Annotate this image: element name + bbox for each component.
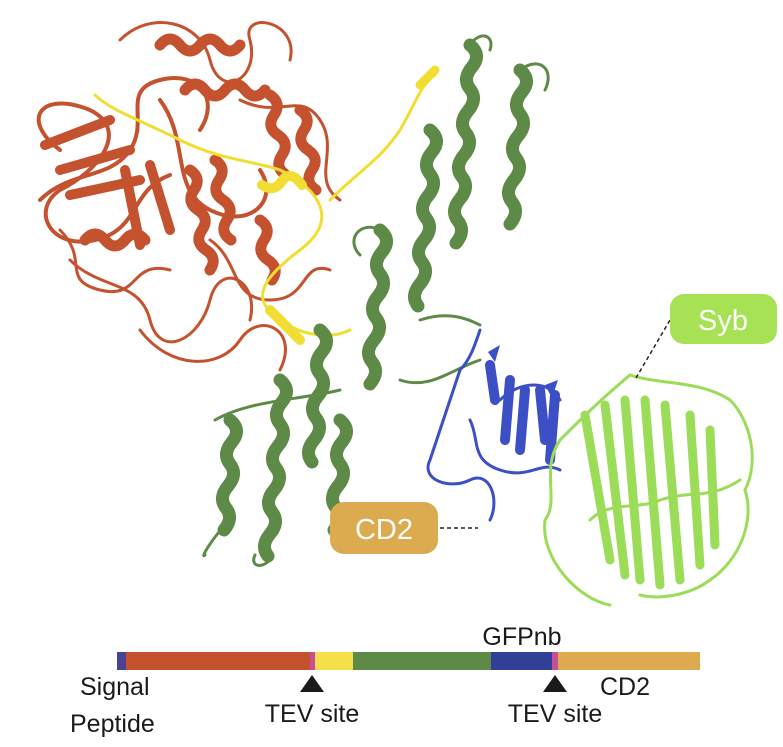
lime-gfp	[543, 373, 754, 607]
tev-site-1-label: TEV site	[265, 700, 359, 728]
cd2-label: CD2	[355, 514, 413, 546]
segment-tev-site-1	[310, 652, 315, 670]
signal-peptide-label-line2: Peptide	[70, 710, 155, 738]
syb-callout: Syb	[635, 294, 777, 379]
construct-bar: GFPnb Signal Peptide TEV site TEV site C…	[70, 623, 700, 738]
gfpnb-label: GFPnb	[482, 623, 561, 651]
segment-signal-peptide	[117, 652, 126, 670]
signal-peptide-label-line1: Signal	[80, 673, 150, 701]
tev-site-2-label: TEV site	[508, 700, 602, 728]
syb-box	[670, 294, 777, 344]
yellow-linker	[93, 65, 440, 345]
segment-cd2	[558, 652, 700, 670]
tev-site-2-arrow	[543, 675, 567, 692]
segment-orange-domain	[126, 652, 310, 670]
segment-yellow-linker	[315, 652, 353, 670]
segment-gfpnb	[491, 652, 552, 670]
cd2-bar-label: CD2	[600, 673, 650, 701]
segment-tev-site-2	[552, 652, 558, 670]
cd2-box	[330, 502, 438, 554]
segment-green-domain	[353, 652, 491, 670]
orange-domain	[36, 21, 342, 372]
blue-nanobody	[426, 328, 562, 522]
syb-label: Syb	[698, 305, 748, 337]
tev-site-1-arrow	[300, 675, 324, 692]
cd2-callout: CD2	[330, 502, 478, 554]
syb-leader-line	[635, 319, 671, 379]
green-domain	[202, 34, 550, 567]
